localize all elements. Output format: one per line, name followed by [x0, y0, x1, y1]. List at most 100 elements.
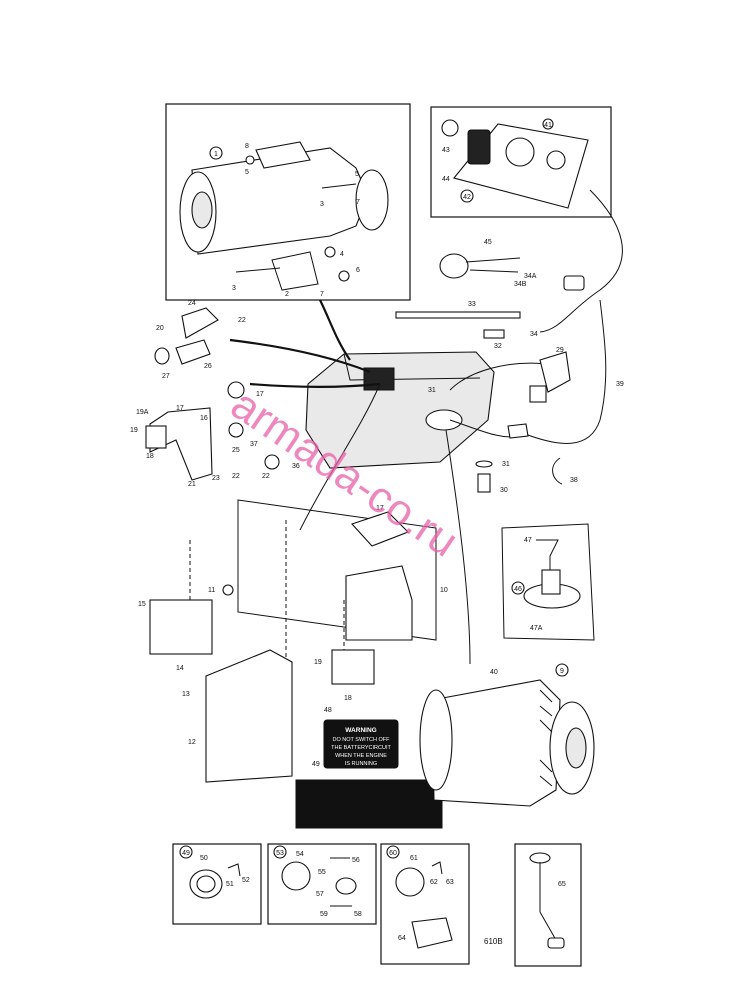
callout-label: 46: [514, 586, 522, 593]
callout-label: 2: [285, 291, 289, 298]
callout-label: 5: [355, 171, 359, 178]
bar-33: [395, 311, 521, 319]
callout-label: 18: [344, 695, 352, 702]
callout-label: 19: [314, 659, 322, 666]
sender-29-nut: [529, 385, 547, 403]
lamp-62: [431, 861, 443, 875]
grommet-11: [222, 584, 234, 596]
callout-label: 4: [340, 251, 344, 258]
callout-label: 41: [544, 122, 552, 129]
sensor-25: [228, 422, 244, 438]
starter-motor-group: 1 8 5 5 7 3 4 2 7 6 3: [165, 103, 411, 301]
callout-label: 12: [188, 739, 196, 746]
bolt-32: [483, 329, 505, 339]
sensor-30: [477, 473, 491, 493]
connector-45: [439, 253, 469, 279]
callout-label: 59: [320, 911, 328, 918]
cap-64: [411, 917, 453, 949]
plug-connector: [563, 275, 585, 291]
callout-label: 63: [446, 879, 454, 886]
callout-label: 62: [430, 879, 438, 886]
box-14: [149, 599, 213, 655]
mounting-panel-group: 17 11 10 15 14 13 19 18 12: [138, 499, 448, 783]
callout-label: 58: [354, 911, 362, 918]
float: [547, 937, 565, 949]
warning-line: DO NOT SWITCH OFF: [332, 737, 390, 743]
callout-ring: [273, 845, 287, 859]
cooling-fins: [539, 689, 553, 787]
callout-label: 13: [182, 691, 190, 698]
callout-label: 51: [226, 881, 234, 888]
terminal-8: [245, 155, 255, 165]
harness-group: 45 34A 34B 33 32 34: [395, 189, 623, 350]
callout-label: 14: [176, 665, 184, 672]
blank-plate-number: 49: [312, 761, 320, 768]
wire-alternator: [445, 429, 471, 665]
callout-label: 23: [212, 475, 220, 482]
solenoid: [255, 141, 311, 169]
bottom-box-49: 49 50 51 52: [172, 843, 262, 925]
alternator-group: 40 9: [419, 663, 595, 807]
warning-plate-number: 48: [324, 707, 332, 714]
gauge-panel-dark: [467, 129, 491, 165]
sensor-36: [264, 454, 280, 470]
sender-29: [539, 351, 571, 393]
detail-frame-65: [514, 843, 582, 967]
cable-to-panel: [539, 189, 623, 333]
valve-stem: [541, 569, 561, 595]
callout-label: 34B: [514, 281, 527, 288]
callout-ring: [179, 845, 193, 859]
valve-group: 47 46 47A: [501, 523, 595, 641]
gauge-large: [505, 137, 535, 167]
callout-label: 31: [502, 461, 510, 468]
nut-4: [324, 246, 336, 258]
bottom-box-53: 53 54 55 56 57 59 58: [267, 843, 377, 925]
callout-label: 49: [182, 850, 190, 857]
pulley-hub: [565, 727, 587, 769]
plates-group: 48 WARNING DO NOT SWITCH OFF THE BATTERY…: [295, 707, 443, 829]
callout-label: 45: [484, 239, 492, 246]
sender-57: [335, 877, 357, 895]
starter-shaft: [191, 191, 213, 229]
callout-label: 15: [138, 601, 146, 608]
callout-label: 11: [208, 587, 215, 594]
callout-label: 54: [296, 851, 304, 858]
callout-label: 25: [232, 447, 240, 454]
callout-label: 30: [500, 487, 508, 494]
callout-label: 3: [320, 201, 324, 208]
sender-29-group: 29 39 31 30 38: [475, 299, 624, 494]
callout-ring-46: [511, 581, 525, 595]
callout-label: 38: [570, 477, 578, 484]
figure-code: 610B: [484, 937, 503, 946]
warning-plate: [323, 719, 399, 769]
callout-label: 19: [130, 427, 138, 434]
callout-ring-1: [209, 146, 223, 160]
callout-label: 34: [530, 331, 538, 338]
callout-label: 17: [376, 505, 384, 512]
relay-18: [145, 425, 167, 449]
callout-label: 33: [468, 301, 476, 308]
callout-label: 17: [176, 405, 184, 412]
pipe-47: [536, 539, 559, 570]
callout-label: 52: [242, 877, 250, 884]
callout-label: 10: [440, 587, 448, 594]
callout-label: 31: [428, 387, 436, 394]
bracket-24: [181, 307, 219, 339]
callout-label: 61: [410, 855, 418, 862]
bracket-10: [345, 565, 413, 641]
callout-label: 6: [356, 267, 360, 274]
callout-label: 56: [352, 857, 360, 864]
callout-label: 37: [250, 441, 258, 448]
callout-label: 17: [256, 391, 264, 398]
terminal-lead: [507, 423, 529, 439]
gauge-50-face: [196, 875, 216, 893]
bracket-2: [271, 251, 319, 291]
callout-label: 27: [162, 373, 170, 380]
relay-18b: [331, 649, 375, 685]
float-arm: [539, 911, 557, 941]
valve-frame: [501, 523, 595, 641]
wire-29: [449, 362, 549, 391]
starter-nose: [355, 169, 389, 231]
